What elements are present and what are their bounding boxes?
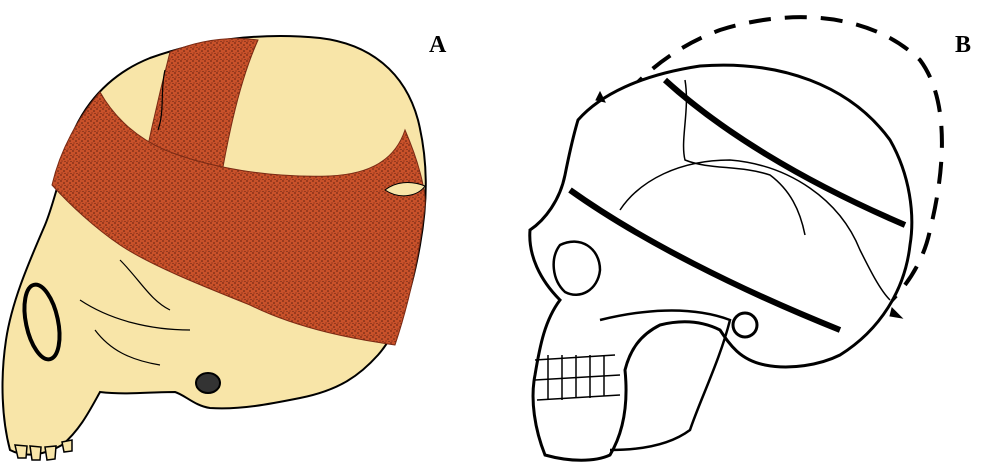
panel-label-b: B bbox=[955, 33, 971, 57]
panel-a-bandaged-skull bbox=[3, 36, 426, 460]
panel-b-skull-outline bbox=[530, 17, 942, 460]
ear-canal-a bbox=[196, 373, 220, 393]
arrow-b-occiput bbox=[890, 308, 902, 318]
panel-label-a: A bbox=[429, 33, 446, 57]
